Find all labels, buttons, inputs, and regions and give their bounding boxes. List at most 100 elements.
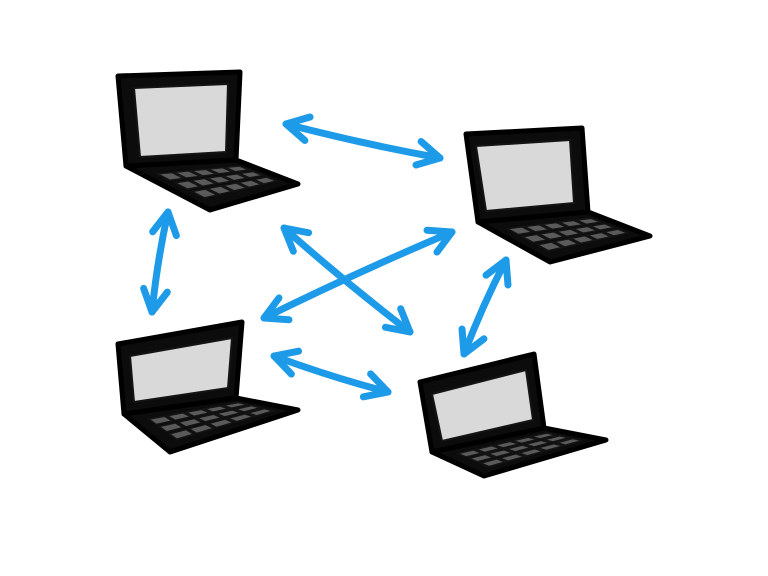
- keyboard-key: [556, 219, 587, 228]
- keyboard-key: [224, 165, 253, 173]
- keyboard-key: [235, 179, 265, 189]
- keyboard-key: [236, 170, 266, 179]
- keyboard-key: [251, 176, 279, 185]
- keyboard-key: [491, 440, 522, 449]
- laptop-screen: [132, 82, 230, 159]
- keyboard-key: [522, 439, 551, 448]
- laptop-screen: [430, 368, 535, 443]
- keyboard-key: [172, 179, 203, 190]
- arrow-head-icon: [381, 305, 414, 336]
- keyboard-key: [478, 458, 508, 468]
- keyboard-key: [543, 434, 570, 443]
- arrow-head-icon: [458, 325, 488, 358]
- connection-arrow-bottom-left-to-bottom-right: [270, 347, 392, 401]
- laptop-node-top-left: [115, 69, 301, 213]
- keyboard-key: [503, 444, 535, 453]
- keyboard-key: [587, 222, 617, 232]
- arrow-shaft: [148, 208, 172, 316]
- arrow-shaft: [260, 228, 456, 322]
- arrow-head-icon: [423, 226, 456, 256]
- keyboard-key: [187, 423, 216, 435]
- keyboard-key: [551, 238, 581, 248]
- arrow-head-icon: [260, 294, 293, 324]
- connection-arrow-top-left-to-bottom-left: [140, 208, 180, 316]
- keyboard-key: [188, 168, 220, 177]
- keyboard-key: [570, 225, 601, 235]
- arrow-shaft: [460, 256, 510, 358]
- keyboard-key: [165, 412, 194, 422]
- keyboard-key: [244, 407, 277, 417]
- keyboard-key: [220, 173, 250, 182]
- keyboard-key: [213, 409, 244, 418]
- keyboard-key: [189, 188, 220, 199]
- laptop-node-bottom-left: [115, 319, 301, 455]
- keyboard-key: [584, 231, 614, 241]
- keyboard-key: [522, 223, 553, 233]
- keyboard-key: [154, 171, 187, 182]
- laptop-screen: [128, 336, 234, 404]
- connections-layer: [140, 113, 512, 401]
- arrow-head-icon: [482, 256, 512, 289]
- keyboard-key: [536, 230, 567, 241]
- laptop-keyboard: [455, 432, 583, 468]
- keyboard-key: [509, 436, 538, 445]
- laptop-keyboard: [154, 165, 279, 199]
- arrow-head-icon: [412, 138, 444, 169]
- keyboard-key: [520, 233, 550, 244]
- keyboard-key: [568, 234, 598, 245]
- keyboard-key: [530, 432, 557, 440]
- laptop-node-bottom-right: [417, 351, 609, 479]
- connection-arrow-top-right-to-bottom-right: [458, 256, 512, 358]
- keyboard-key: [206, 418, 236, 429]
- arrow-head-icon: [140, 284, 171, 316]
- laptop-keyboard: [504, 217, 631, 252]
- keyboard-key: [485, 448, 516, 458]
- connection-arrow-top-right-to-bottom-left: [260, 226, 456, 324]
- keyboard-key: [539, 221, 570, 231]
- nodes-layer: [115, 69, 653, 479]
- laptop-icon: [115, 319, 301, 455]
- keyboard-key: [225, 413, 257, 423]
- laptop-icon: [417, 351, 609, 479]
- keyboard-key: [497, 452, 527, 462]
- laptop-icon: [463, 125, 653, 265]
- keyboard-key: [220, 182, 250, 192]
- keyboard-key: [147, 415, 175, 426]
- keyboard-key: [455, 449, 485, 458]
- keyboard-key: [188, 177, 219, 188]
- keyboard-key: [573, 217, 604, 226]
- keyboard-key: [194, 413, 225, 423]
- keyboard-key: [504, 226, 536, 236]
- keyboard-key: [556, 437, 583, 446]
- keyboard-key: [534, 442, 566, 452]
- keyboard-key: [466, 453, 497, 463]
- keyboard-key: [553, 228, 584, 238]
- keyboard-key: [205, 185, 235, 196]
- arrow-shaft: [282, 120, 444, 162]
- arrow-head-icon: [149, 208, 180, 240]
- keyboard-key: [222, 401, 248, 409]
- laptop-keyboard: [147, 401, 277, 441]
- keyboard-key: [176, 417, 205, 428]
- keyboard-key: [171, 170, 203, 179]
- laptop-icon: [115, 69, 301, 213]
- keyboard-key: [205, 166, 236, 175]
- arrow-shaft: [270, 352, 392, 396]
- keyboard-key: [515, 447, 547, 457]
- keyboard-key: [183, 408, 213, 418]
- arrow-head-icon: [270, 347, 303, 378]
- arrow-head-icon: [359, 370, 392, 401]
- arrow-head-icon: [280, 224, 313, 255]
- keyboard-key: [167, 428, 196, 441]
- connection-arrow-top-left-to-top-right: [282, 113, 444, 169]
- laptop-screen: [474, 138, 576, 213]
- keyboard-key: [601, 228, 631, 237]
- keyboard-key: [201, 405, 232, 414]
- laptop-node-top-right: [463, 125, 653, 265]
- keyboard-key: [204, 175, 235, 185]
- keyboard-key: [535, 241, 565, 252]
- keyboard-key: [157, 422, 185, 433]
- keyboard-key: [232, 404, 261, 413]
- keyboard-key: [473, 444, 504, 454]
